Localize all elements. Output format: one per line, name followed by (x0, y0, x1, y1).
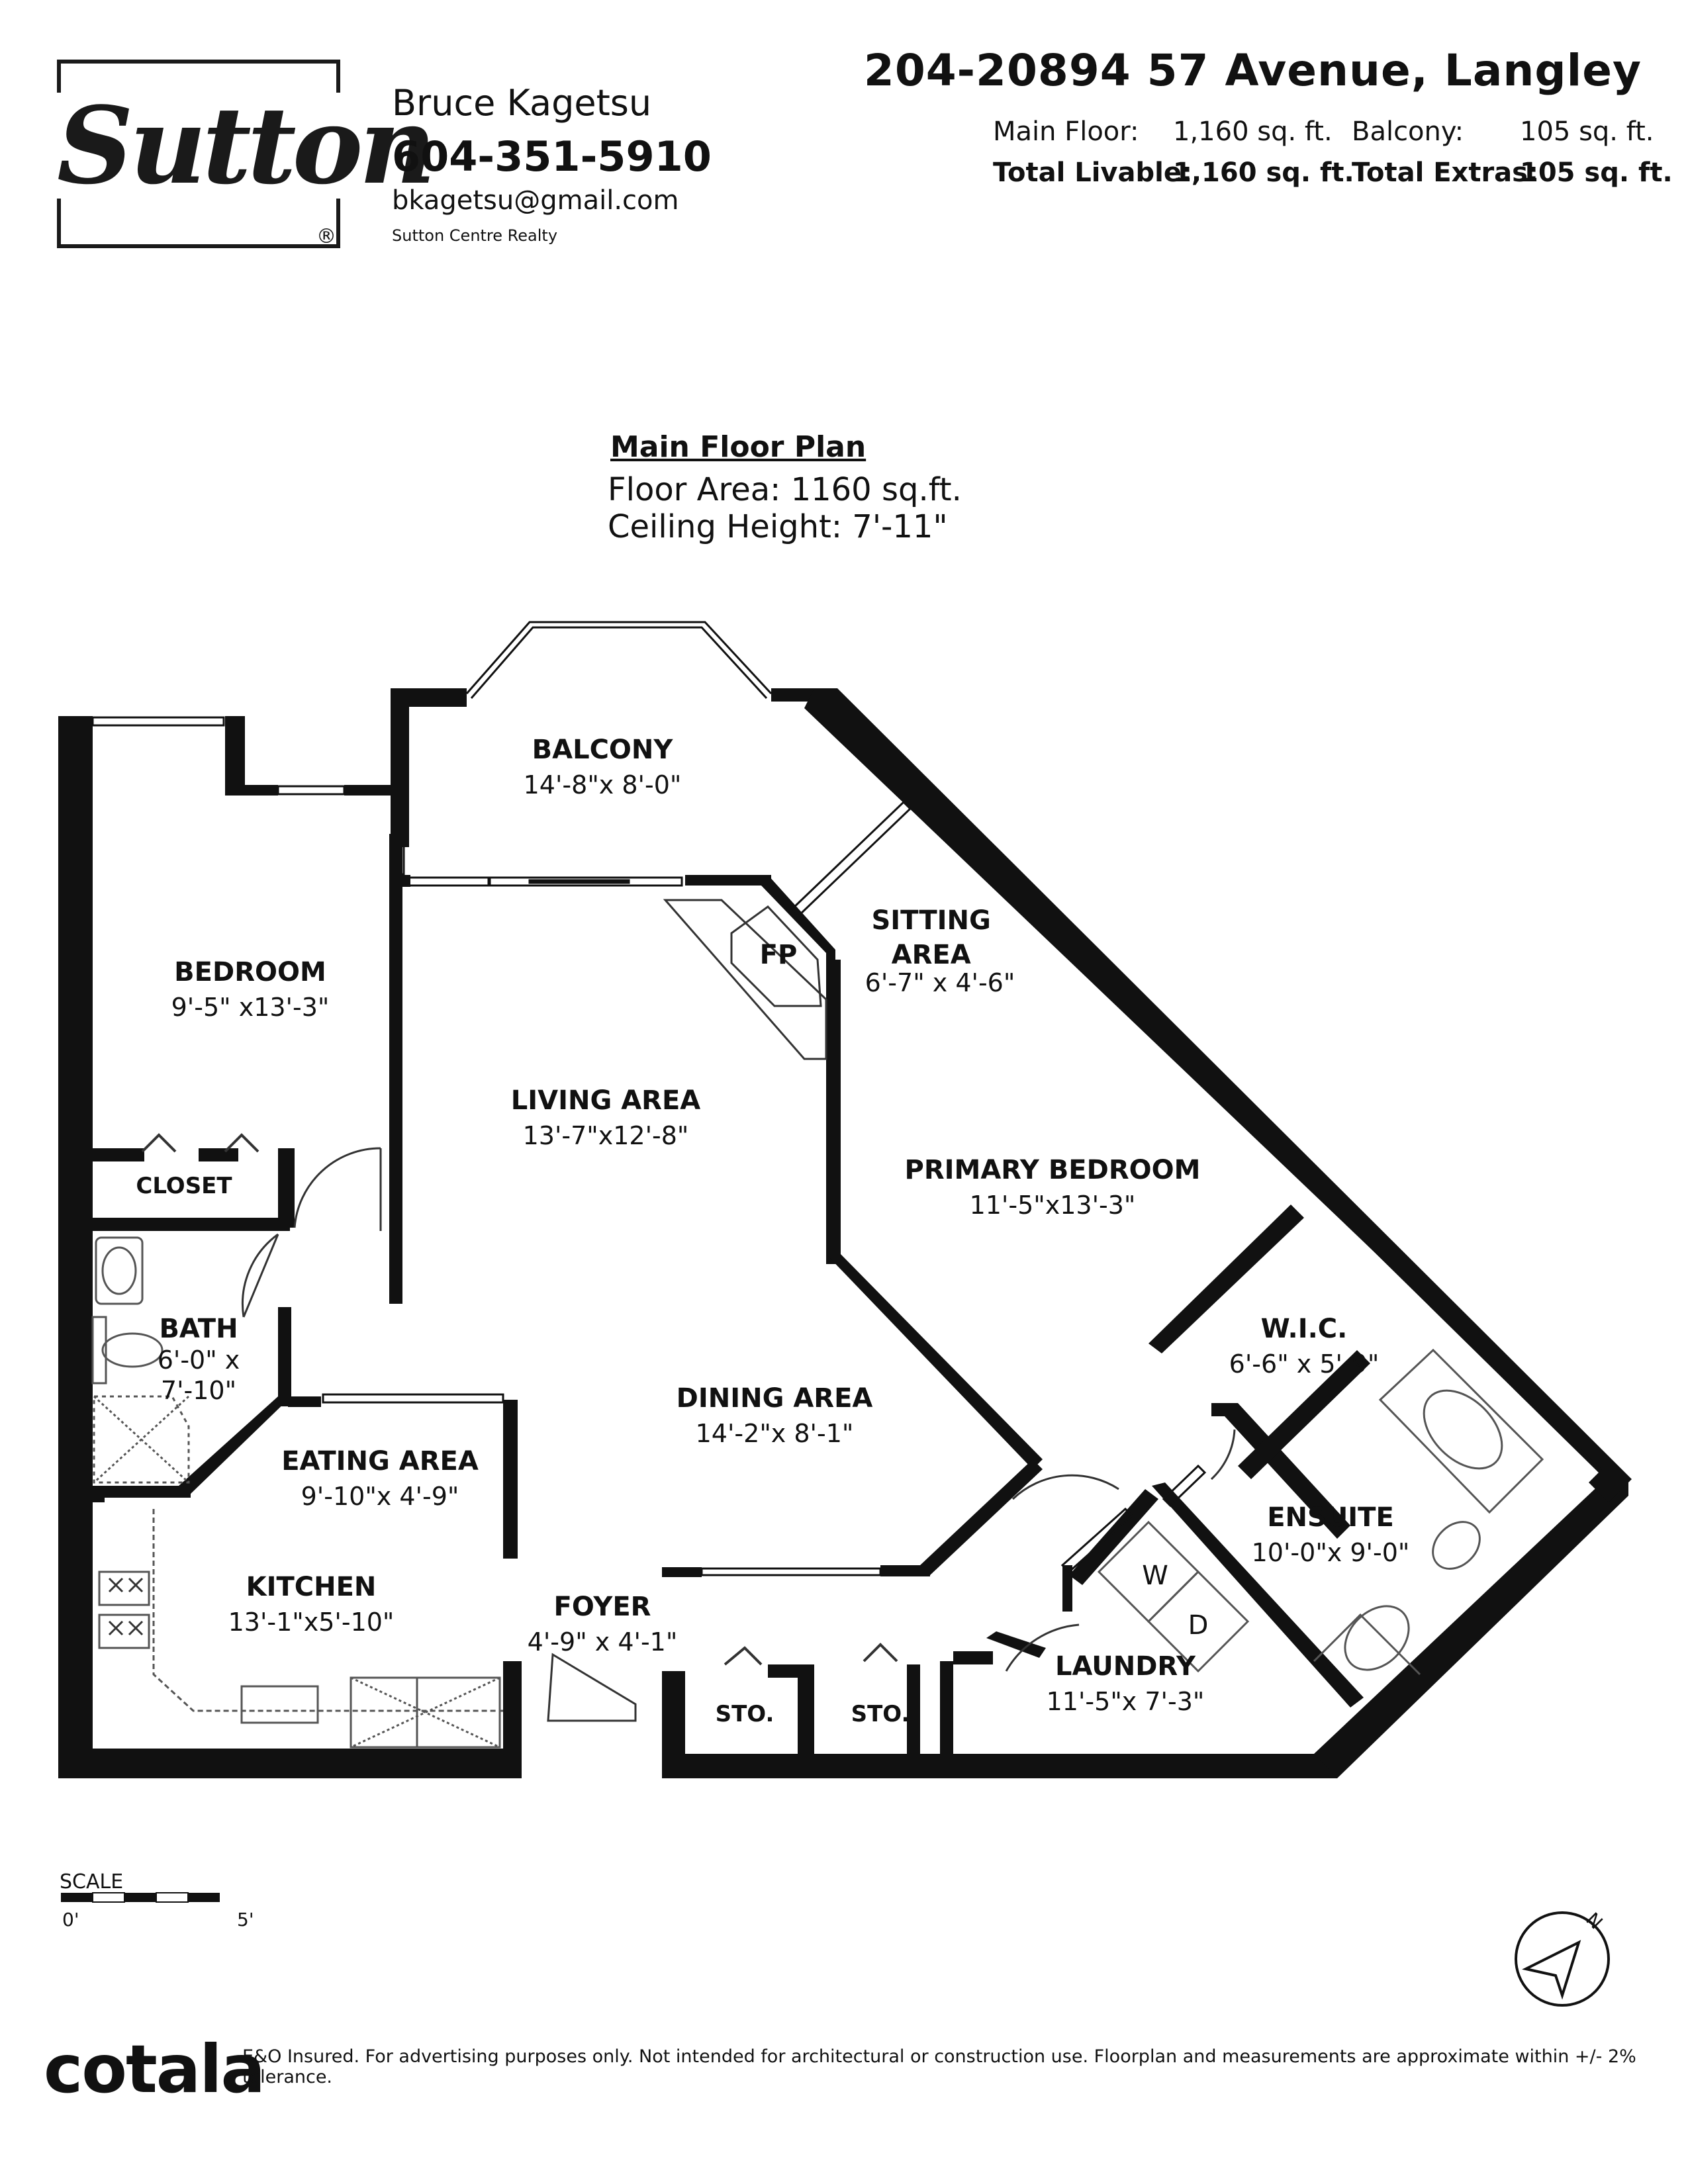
room-wic-dims: 6'-6" x 5'-9" (1229, 1349, 1380, 1379)
scale-start: 0' (62, 1909, 79, 1931)
balcony-area-value: 105 sq. ft. (1520, 116, 1654, 147)
ensuite-fixtures (1313, 1348, 1544, 1676)
room-bedroom: BEDROOM 9'-5" x13'-3" (171, 957, 330, 1022)
room-primary-bedroom: PRIMARY BEDROOM 11'-5"x13'-3" (905, 1155, 1201, 1220)
agent-phone: 604-351-5910 (392, 132, 712, 181)
room-foyer-dims: 4'-9" x 4'-1" (527, 1627, 678, 1657)
scale-label: SCALE (60, 1870, 124, 1893)
room-wic: W.I.C. 6'-6" x 5'-9" (1229, 1314, 1380, 1379)
listing-address: 204-20894 57 Avenue, Langley (863, 45, 1642, 96)
room-kitchen-dims: 13'-1"x5'-10" (228, 1608, 395, 1637)
windows (91, 621, 1207, 1576)
room-sitting-name: SITTING AREA (871, 905, 991, 970)
room-laundry-dims: 11'-5"x 7'-3" (1046, 1687, 1205, 1716)
room-sto1-name: STO. (715, 1701, 774, 1727)
footer-disclaimer: E&O Insured. For advertising purposes on… (242, 2046, 1636, 2087)
room-storage-2: STO. (851, 1701, 910, 1727)
room-foyer: FOYER 4'-9" x 4'-1" (528, 1592, 678, 1657)
total-livable-value: 1,160 sq. ft. (1173, 158, 1354, 188)
agent-email: bkagetsu@gmail.com (392, 185, 679, 216)
total-extras-value: 105 sq. ft. (1520, 158, 1673, 188)
bath-fixtures (91, 1236, 190, 1484)
doors (241, 1147, 1236, 1722)
fireplace (663, 899, 827, 1060)
floor-area: Floor Area: 1160 sq.ft. (608, 471, 962, 508)
room-closet: CLOSET (136, 1173, 232, 1199)
plan-title: Main Floor Plan (610, 430, 867, 464)
washer-label: W (1142, 1555, 1168, 1591)
agent-name: Bruce Kagetsu (392, 82, 652, 124)
room-primary-name: PRIMARY BEDROOM (904, 1155, 1201, 1185)
cooktop-burners (108, 1577, 144, 1636)
room-sitting-dims: 6'-7" x 4'-6" (865, 968, 1015, 997)
room-laundry-name: LAUNDRY (1055, 1651, 1196, 1682)
room-eating-name: EATING AREA (281, 1446, 479, 1477)
scale-bar (61, 1892, 220, 1903)
room-eating-area: EATING AREA 9'-10"x 4'-9" (281, 1446, 479, 1511)
room-foyer-name: FOYER (553, 1592, 651, 1622)
sutton-logo: Sutton (53, 93, 436, 199)
total-livable-label: Total Livable: (993, 158, 1192, 188)
room-bath-dims-2: 7'-10" (160, 1376, 237, 1405)
main-floor-value: 1,160 sq. ft. (1173, 116, 1333, 147)
ceiling-height: Ceiling Height: 7'-11" (608, 508, 948, 545)
room-laundry: LAUNDRY 11'-5"x 7'-3" (1047, 1651, 1205, 1716)
fireplace-label: FP (760, 940, 798, 970)
room-primary-dims: 11'-5"x13'-3" (969, 1191, 1136, 1220)
room-balcony: BALCONY 14'-8"x 8'-0" (524, 735, 682, 799)
room-eating-dims: 9'-10"x 4'-9" (301, 1482, 459, 1511)
washer-name: W (1142, 1561, 1168, 1591)
room-sto2-name: STO. (851, 1701, 910, 1727)
room-dining-name: DINING AREA (676, 1383, 873, 1414)
room-dining-dims: 14'-2"x 8'-1" (695, 1419, 854, 1448)
compass-graphic (1515, 1911, 1610, 2007)
fireplace-name: FP (759, 940, 798, 970)
registered-mark: ® (316, 225, 336, 248)
dryer-name: D (1188, 1610, 1209, 1641)
room-bath-dims: 6'-0" x (157, 1345, 240, 1375)
room-dining-area: DINING AREA 14'-2"x 8'-1" (677, 1383, 873, 1448)
room-closet-name: CLOSET (136, 1173, 232, 1199)
scale-end: 5' (237, 1909, 254, 1931)
room-ensuite-name: ENSUITE (1267, 1502, 1394, 1533)
interior-walls (91, 834, 1370, 1757)
room-kitchen: KITCHEN 13'-1"x5'-10" (228, 1572, 395, 1637)
room-balcony-name: BALCONY (532, 735, 673, 765)
room-storage-1: STO. (716, 1701, 774, 1727)
dryer-label: D (1188, 1605, 1209, 1641)
room-bath-name: BATH (159, 1314, 238, 1344)
room-ensuite: ENSUITE 10'-0"x 9'-0" (1252, 1502, 1410, 1567)
exterior-walls (58, 688, 1632, 1778)
room-living-dims: 13'-7"x12'-8" (522, 1121, 689, 1150)
room-wic-name: W.I.C. (1260, 1314, 1348, 1344)
closet-doors (141, 1133, 898, 1666)
main-floor-label: Main Floor: (993, 116, 1139, 147)
cotala-logo: cotala (44, 2030, 265, 2108)
total-extras-label: Total Extras: (1352, 158, 1538, 188)
laundry-appliances (1097, 1520, 1250, 1673)
room-ensuite-dims: 10'-0"x 9'-0" (1251, 1538, 1410, 1567)
room-living-name: LIVING AREA (510, 1085, 701, 1116)
room-balcony-dims: 14'-8"x 8'-0" (523, 770, 682, 799)
room-living-area: LIVING AREA 13'-7"x12'-8" (511, 1085, 700, 1150)
agent-office: Sutton Centre Realty (392, 226, 558, 245)
kitchen-fixtures (98, 1509, 503, 1749)
balcony-area-label: Balcony: (1352, 116, 1464, 147)
room-bedroom-dims: 9'-5" x13'-3" (171, 993, 330, 1022)
room-sitting-area: SITTING AREA 6'-7" x 4'-6" (865, 903, 1015, 997)
room-bedroom-name: BEDROOM (174, 957, 326, 987)
room-kitchen-name: KITCHEN (246, 1572, 377, 1602)
room-bath: BATH 6'-0" x 7'-10" (158, 1314, 240, 1405)
